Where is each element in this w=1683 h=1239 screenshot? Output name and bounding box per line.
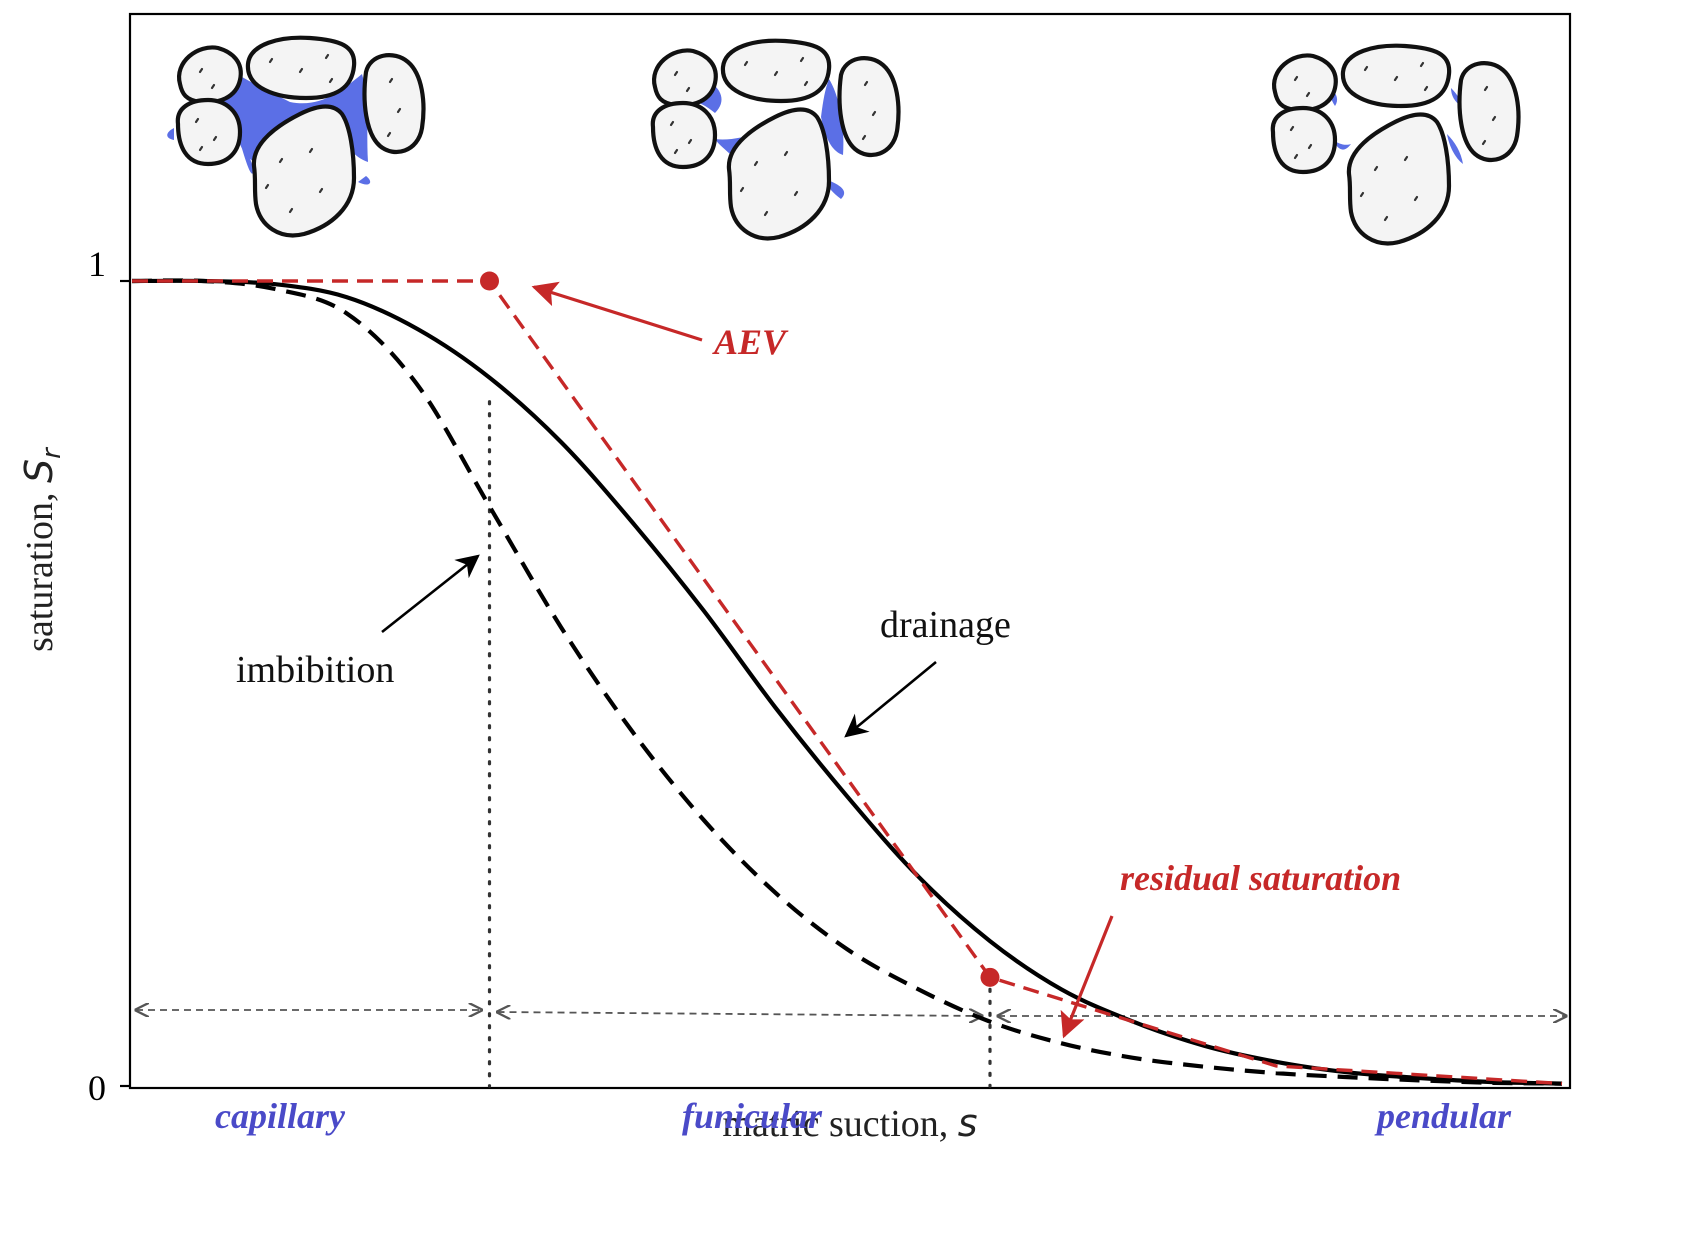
point-residual-saturation [980,967,1000,987]
grain-speckle [1419,61,1425,68]
grain-speckle [288,207,294,214]
grain-speckle [1393,75,1399,82]
grain-speckle [268,57,274,64]
grain-speckle [278,157,284,164]
grain-speckle [212,135,218,142]
grain-speckle [773,70,779,77]
imbibition-label: imbibition [236,649,394,691]
plot-frame [128,12,1572,1090]
grain-speckle [673,148,679,155]
drainage-arrow [844,660,937,738]
grain-speckle [871,110,877,117]
water-bridge [1447,134,1463,164]
grain-speckle [388,77,394,84]
grain-speckle [1373,165,1379,172]
grain-speckle [1491,115,1497,122]
grain-speckle [669,120,675,127]
grain-speckle [687,138,693,145]
series-line-drainage [131,278,1563,1086]
y-axis-label: saturation, Sr [17,446,67,652]
grain-speckle [386,131,392,138]
grain-speckle [1289,125,1295,132]
imbibition-arrow [381,554,480,634]
grain-speckle [1307,143,1313,150]
grain-speckle [328,77,334,84]
residual-saturation-label: residual saturation [1120,858,1401,898]
grain-outlines [1273,46,1519,244]
grain-speckle [1363,65,1369,72]
residual-saturation-arrow [1060,915,1114,1039]
grain-speckle [308,147,314,154]
grain-cluster-pendular [1273,46,1519,244]
grain-speckle [743,60,749,67]
grain-speckle [799,56,805,63]
y-tick-label-1: 1 [88,244,106,284]
series-line-imbibition [131,278,1563,1086]
grain-speckle [1403,155,1409,162]
grain-speckle [673,70,679,77]
x-axis-label: matric suction, s [722,1101,977,1145]
grain-speckle [198,67,204,74]
grain-speckle [1481,139,1487,146]
grain-speckle [685,86,691,93]
grain-speckle [1483,85,1489,92]
grain-speckle [396,107,402,114]
y-tick-label-0: 0 [88,1068,106,1108]
grain-speckle [318,187,324,194]
grain-speckle [1383,215,1389,222]
grain-outlines [653,41,899,239]
grain-speckle [324,53,330,60]
water-meniscus [821,79,844,155]
grain-speckle [739,186,745,193]
water-bridge [1333,140,1351,150]
grain-speckle [793,190,799,197]
plot-area [120,271,1566,1088]
grain-speckle [863,80,869,87]
grain-speckle [1293,75,1299,82]
point-aev [480,271,499,291]
grain-speckle [1293,153,1299,160]
grain-speckle [210,83,216,90]
grain-speckle [753,160,759,167]
grain-speckle [264,183,270,190]
grain-illustrations [167,38,1518,244]
grain-speckle [1305,91,1311,98]
grain-cluster-capillary [167,38,423,236]
grain-speckle [783,150,789,157]
grain-speckle [861,134,867,141]
aev-label: AEV [712,322,789,362]
grain-speckle [763,210,769,217]
region-label-capillary: capillary [215,1096,346,1136]
grain-speckle [298,67,304,74]
grain-outlines [178,38,424,236]
grain-speckle [1413,195,1419,202]
grain-speckle [803,80,809,87]
grain-cluster-funicular [653,41,899,239]
aev-arrow [531,281,703,342]
region-label-funicular: funicular [682,1096,823,1136]
grain-speckle [1359,191,1365,198]
region-extent-arrow-funicular [498,1012,983,1016]
grain-speckle [198,145,204,152]
region-label-pendular: pendular [1374,1096,1512,1136]
grain-speckle [1423,85,1429,92]
drainage-label: drainage [880,604,1011,646]
grain-speckle [194,117,200,124]
